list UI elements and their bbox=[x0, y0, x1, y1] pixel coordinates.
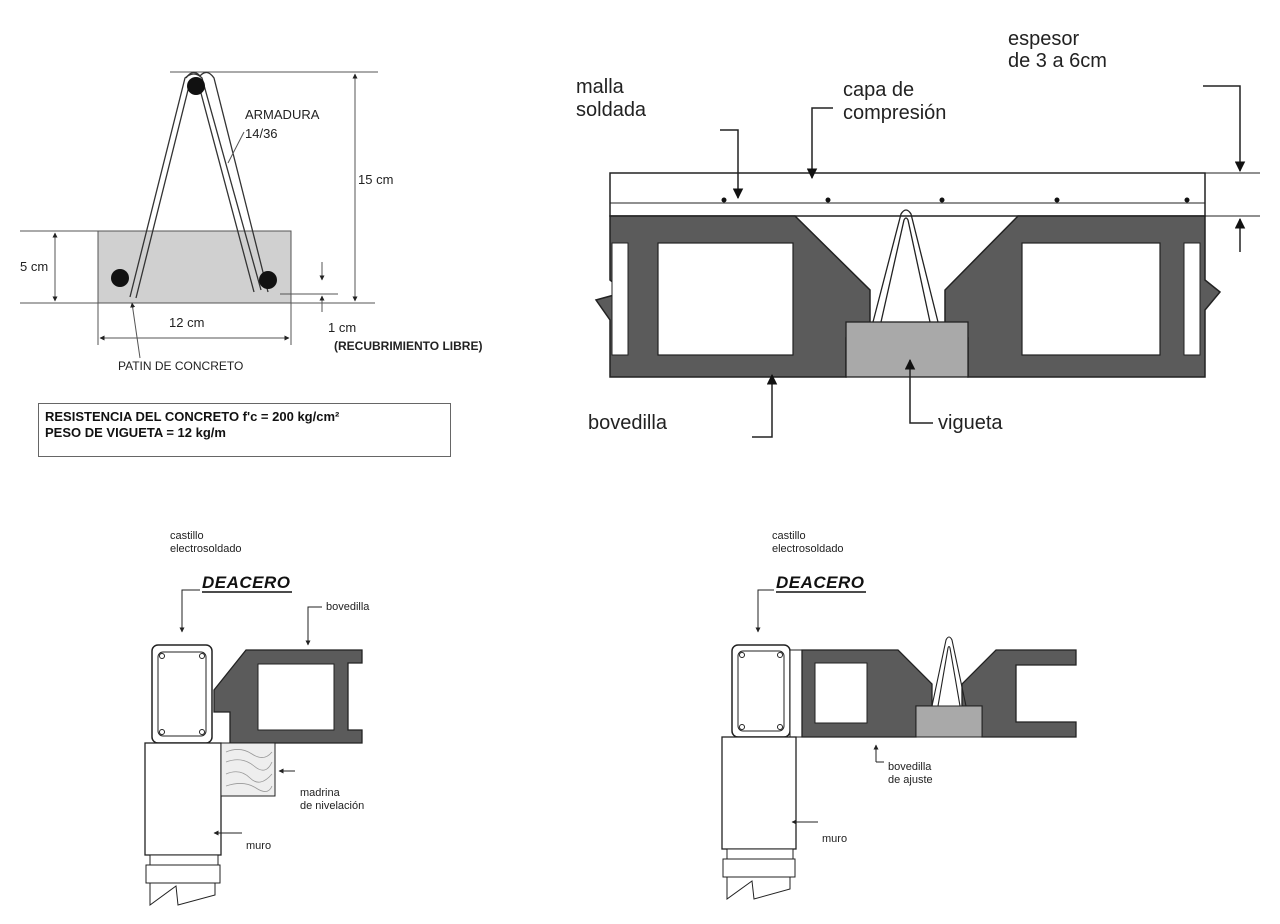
vigueta-block bbox=[845, 321, 969, 378]
vigueta-label: vigueta bbox=[938, 412, 1003, 434]
detail-right: castillo electrosoldado DEACERO bovedill… bbox=[721, 530, 1077, 900]
bovedilla-label: bovedilla bbox=[326, 601, 370, 613]
castillo-arrow bbox=[755, 589, 774, 633]
muro bbox=[144, 742, 222, 856]
armadura-spec: 14/36 bbox=[245, 126, 278, 141]
bovedilla-arrow bbox=[752, 373, 778, 438]
muro bbox=[721, 736, 797, 850]
patin-leader bbox=[130, 302, 141, 359]
top-bar bbox=[187, 77, 205, 95]
espesor-label-2: de 3 a 6cm bbox=[1008, 50, 1107, 72]
capa-label-2: compresión bbox=[843, 102, 946, 124]
vigueta-truss bbox=[872, 209, 939, 323]
dim-15cm-label: 15 cm bbox=[358, 172, 393, 187]
vigueta-arrow bbox=[904, 358, 933, 424]
detail-left: castillo electrosoldado DEACERO bovedill… bbox=[144, 530, 370, 906]
armadura-leader bbox=[227, 131, 245, 164]
castillo-label-2: electrosoldado bbox=[170, 543, 242, 555]
espesor-label-1: espesor bbox=[1008, 28, 1079, 50]
castillo-label-2: electrosoldado bbox=[772, 543, 844, 555]
muro-label: muro bbox=[246, 840, 271, 852]
bovedilla-ajuste-label-2: de ajuste bbox=[888, 774, 933, 786]
capa-arrow bbox=[806, 107, 833, 180]
bovedilla-ajuste-label-1: bovedilla bbox=[888, 761, 932, 773]
patin-label: PATIN DE CONCRETO bbox=[118, 359, 243, 373]
spec-box: RESISTENCIA DEL CONCRETO f'c = 200 kg/cm… bbox=[38, 403, 451, 457]
spec-line-peso: PESO DE VIGUETA = 12 kg/m bbox=[45, 425, 226, 440]
castillo-label-1: castillo bbox=[772, 530, 806, 542]
bovedilla-label: bovedilla bbox=[588, 412, 668, 434]
castillo-arrow bbox=[179, 589, 200, 633]
malla-label-2: soldada bbox=[576, 99, 647, 121]
dim-5cm-label: 5 cm bbox=[20, 259, 48, 274]
malla-label-1: malla bbox=[576, 76, 625, 98]
spec-line-resistencia: RESISTENCIA DEL CONCRETO f'c = 200 kg/cm… bbox=[45, 409, 340, 424]
cover-note: (RECUBRIMIENTO LIBRE) bbox=[334, 339, 482, 353]
compression-layer bbox=[609, 172, 1206, 217]
bottom-bar-left bbox=[111, 269, 129, 287]
muro-label: muro bbox=[822, 833, 847, 845]
dim-1cm-label: 1 cm bbox=[328, 320, 356, 335]
madrina-label-2: de nivelación bbox=[300, 800, 364, 812]
dim-12cm-label: 12 cm bbox=[169, 315, 204, 330]
vigueta-block bbox=[915, 705, 983, 738]
slab-section: espesor de 3 a 6cm malla soldada capa de… bbox=[576, 28, 1260, 438]
deacero-logo: DEACERO bbox=[202, 573, 291, 592]
madrina-label-1: madrina bbox=[300, 787, 341, 799]
bottom-bar-right bbox=[259, 271, 277, 289]
castillo-label-1: castillo bbox=[170, 530, 204, 542]
mesh-dots bbox=[721, 197, 1190, 203]
capa-label-1: capa de bbox=[843, 79, 914, 101]
armadura-label: ARMADURA bbox=[245, 107, 320, 122]
espesor-arrow-top bbox=[1203, 85, 1246, 173]
vigueta-section: 15 cm 5 cm 12 cm 1 cm (RECUBRIMIENTO LIB… bbox=[20, 71, 482, 373]
concrete-patin bbox=[97, 230, 292, 304]
deacero-logo: DEACERO bbox=[776, 573, 865, 592]
malla-arrow bbox=[720, 129, 744, 200]
